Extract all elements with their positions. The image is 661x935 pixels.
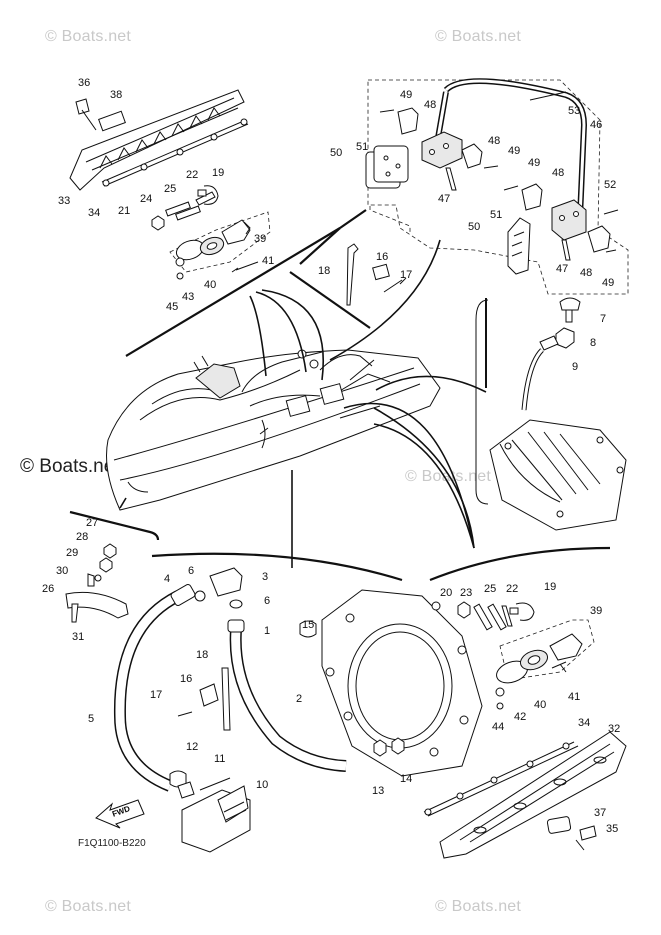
callout-50: 50 (330, 147, 342, 159)
callout-12: 12 (186, 741, 198, 753)
diagram-leader-lines (69, 209, 611, 582)
diagram-code: F1Q1100-B220 (78, 838, 146, 849)
callout-41: 41 (568, 691, 580, 703)
watercraft-hull (106, 349, 441, 511)
callout-42: 42 (514, 711, 526, 723)
callout-38: 38 (110, 89, 122, 101)
callout-51: 51 (356, 141, 368, 153)
callout-48: 48 (552, 167, 564, 179)
callout-48: 48 (488, 135, 500, 147)
callout-52: 52 (604, 179, 616, 191)
callout-36: 36 (78, 77, 90, 89)
lower-hose-parts (113, 567, 347, 792)
callout-33: 33 (58, 195, 70, 207)
callout-3: 3 (262, 571, 268, 583)
watermark-mid-left: © Boats.net (20, 456, 120, 477)
callout-49: 49 (400, 89, 412, 101)
callout-45: 45 (166, 301, 178, 313)
callout-40: 40 (534, 699, 546, 711)
callout-19: 19 (212, 167, 224, 179)
water-box-assembly (177, 777, 251, 853)
callout-19: 19 (544, 581, 556, 593)
callout-44: 44 (492, 721, 504, 733)
callout-29: 29 (66, 547, 78, 559)
callout-40: 40 (204, 279, 216, 291)
callout-48: 48 (580, 267, 592, 279)
watermark-bottom-right: © Boats.net (435, 898, 522, 915)
callout-35: 35 (606, 823, 618, 835)
jet-pump-assembly (475, 297, 627, 531)
callout-27: 27 (86, 517, 98, 529)
lower-bracket-parts (65, 543, 129, 623)
lower-hinge-parts (457, 601, 535, 631)
callout-10: 10 (256, 779, 268, 791)
callout-41: 41 (262, 255, 274, 267)
callout-34: 34 (578, 717, 590, 729)
callout-37: 37 (594, 807, 606, 819)
callout-20: 20 (440, 587, 452, 599)
callout-31: 31 (72, 631, 84, 643)
callout-8: 8 (590, 337, 596, 349)
callout-32: 32 (608, 723, 620, 735)
callout-9: 9 (572, 361, 578, 373)
callout-49: 49 (508, 145, 520, 157)
callout-24: 24 (140, 193, 152, 205)
callout-numbers: 36 38 33 34 22 19 25 24 21 39 41 40 43 4… (42, 77, 620, 835)
grab-handle-assembly (365, 78, 629, 295)
callout-14: 14 (400, 773, 412, 785)
callout-28: 28 (76, 531, 88, 543)
callout-25: 25 (164, 183, 176, 195)
callout-18: 18 (318, 265, 330, 277)
callout-43: 43 (182, 291, 194, 303)
callout-23: 23 (460, 587, 472, 599)
callout-15: 15 (302, 619, 314, 631)
watermark-mid-right: © Boats.net (405, 468, 492, 485)
grab-rail-lower-assembly (423, 731, 627, 859)
callout-49: 49 (602, 277, 614, 289)
lower-lock-assembly (495, 619, 595, 710)
callout-39: 39 (254, 233, 266, 245)
upper-lock-assembly (169, 211, 271, 280)
upper-hinge-parts (151, 185, 219, 231)
callout-2: 2 (296, 693, 302, 705)
callout-47: 47 (438, 193, 450, 205)
callout-34: 34 (88, 207, 100, 219)
callout-46: 46 (590, 119, 602, 131)
callout-53: 53 (568, 105, 580, 117)
callout-17: 17 (400, 269, 412, 281)
callout-1: 1 (264, 625, 270, 637)
callout-22: 22 (506, 583, 518, 595)
callout-11: 11 (214, 753, 225, 765)
callout-13: 13 (372, 785, 384, 797)
callout-25: 25 (484, 583, 496, 595)
callout-16: 16 (180, 673, 192, 685)
callout-6: 6 (188, 565, 194, 577)
callout-7: 7 (600, 313, 606, 325)
callout-6: 6 (264, 595, 270, 607)
callout-51: 51 (490, 209, 502, 221)
upper-clamp-parts (346, 243, 407, 306)
callout-18: 18 (196, 649, 208, 661)
callout-30: 30 (56, 565, 68, 577)
callout-22: 22 (186, 169, 198, 181)
exhaust-housing (321, 589, 483, 777)
watermark-top-left: © Boats.net (45, 28, 132, 45)
callout-17: 17 (150, 689, 162, 701)
callout-50: 50 (468, 221, 480, 233)
callout-39: 39 (590, 605, 602, 617)
callout-26: 26 (42, 583, 54, 595)
callout-21: 21 (118, 205, 130, 217)
watermark-bottom-left: © Boats.net (45, 898, 132, 915)
grab-rail-upper-assembly (69, 89, 249, 191)
callout-47: 47 (556, 263, 568, 275)
watermark-top-right: © Boats.net (435, 28, 522, 45)
fwd-arrow-icon: FWD (95, 799, 145, 829)
callout-49: 49 (528, 157, 540, 169)
callout-5: 5 (88, 713, 94, 725)
callout-4: 4 (164, 573, 170, 585)
callout-16: 16 (376, 251, 388, 263)
callout-48: 48 (424, 99, 436, 111)
